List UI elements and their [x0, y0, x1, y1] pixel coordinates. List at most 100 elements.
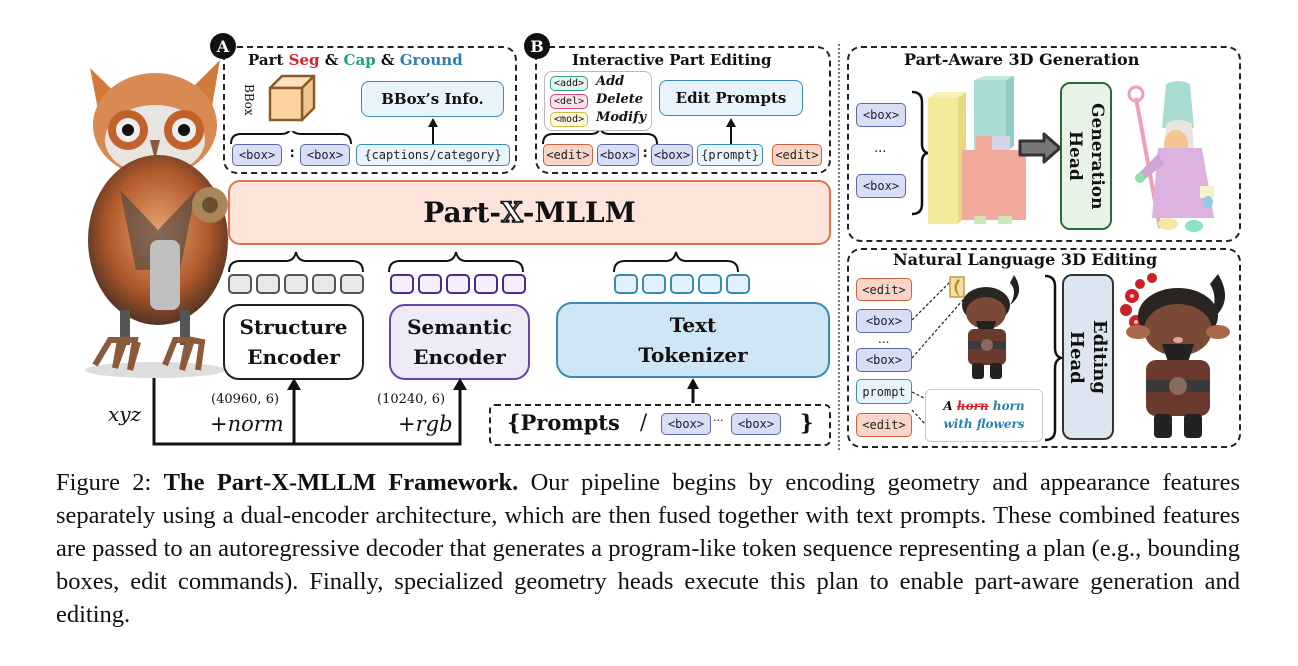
edit-prompt-line2: with flowers [943, 417, 1025, 431]
prompts-input-box [489, 404, 831, 446]
edit-token-box-1: <box> [856, 309, 912, 333]
owl-3d-model-image [70, 40, 245, 380]
part-x-mllm-block: Part-X-MLLM [228, 180, 831, 245]
panel-a-up-arrow [428, 118, 438, 145]
semantic-token-cell [474, 274, 498, 294]
text-token-cell [726, 274, 750, 294]
title-seg: Seg [288, 51, 320, 69]
original-minotaur-model [948, 275, 1030, 385]
panel-a-token-box-2: <box> [300, 144, 350, 166]
panel-b-token-box-2: <box> [651, 144, 693, 166]
title-ground: Ground [399, 51, 463, 69]
editing-panel-title: Natural Language 3D Editing [893, 250, 1158, 269]
prompt-struck-word: horn [956, 399, 989, 413]
editing-head-block: Editing Head [1062, 274, 1114, 440]
op-add-label: Add [596, 74, 625, 89]
encoder-input-arrows [152, 378, 467, 446]
panel-b-token-colon: : [641, 145, 650, 161]
figure-caption: Figure 2: The Part-X-MLLM Framework. Our… [56, 466, 1240, 631]
prompts-token-box-1: <box> [661, 413, 711, 435]
panel-a-badge: A [210, 33, 236, 59]
op-modify-label: Modify [596, 110, 647, 125]
text-tokenizer-block: Text Tokenizer [556, 302, 830, 378]
semantic-token-brace [388, 251, 524, 273]
caption-label: Figure 2: [56, 469, 152, 496]
gen-token-box-1: <box> [856, 103, 906, 127]
section-divider [838, 44, 840, 450]
prompt-word-a: A [943, 399, 953, 413]
panel-a-brace [230, 131, 352, 145]
structure-encoder-block: Structure Encoder [223, 304, 364, 380]
generation-panel-title: Part-Aware 3D Generation [904, 50, 1140, 69]
title-amp-2: & [375, 51, 400, 69]
gen-right-brace [911, 90, 929, 216]
text-token-cell [698, 274, 722, 294]
generation-head-line1: Generation [1087, 102, 1107, 210]
panel-part-seg-cap-ground [223, 46, 517, 174]
panel-a-title: Part Seg & Cap & Ground [248, 51, 463, 69]
panel-interactive-part-editing [535, 46, 831, 174]
semantic-shape-label: (10240, 6) [377, 392, 446, 407]
bbox-cube-icon [266, 72, 318, 124]
structure-token-cell [228, 274, 252, 294]
bbox-axis-label: BBox [242, 84, 256, 116]
tokenizer-up-arrow [687, 378, 699, 403]
prompts-open-label: {Prompts [507, 410, 620, 435]
prompt-replacement-word: horn [992, 399, 1025, 413]
panel-part-aware-3d-generation [847, 46, 1241, 242]
op-mod-token: <mod> [550, 112, 588, 127]
panel-b-token-edit-2: <edit> [772, 144, 822, 166]
generation-head-block: Generation Head [1060, 82, 1112, 230]
panel-a-token-box-1: <box> [232, 144, 282, 166]
part-bounding-boxes-render [928, 76, 1048, 226]
structure-token-cell [284, 274, 308, 294]
gen-token-box-2: <box> [856, 174, 906, 198]
edit-token-ellipsis: ... [878, 332, 890, 346]
xyz-input-label: xyz [108, 402, 142, 426]
mllm-suffix: -MLLM [522, 196, 636, 229]
structure-token-brace [228, 251, 364, 273]
generated-bishop-model [1118, 78, 1234, 236]
semantic-token-cell [418, 274, 442, 294]
edit-prompts-box: Edit Prompts [659, 80, 803, 116]
semantic-encoder-line1: Semantic [407, 315, 512, 339]
text-token-cell [670, 274, 694, 294]
structure-token-cell [340, 274, 364, 294]
text-tokenizer-line1: Text [669, 313, 717, 337]
edit-prompt-textbox: A horn horn with flowers [925, 389, 1043, 442]
mllm-prefix: Part- [423, 196, 502, 229]
caption-title: The Part-X-MLLM Framework. [163, 469, 519, 496]
op-delete-label: Delete [596, 92, 644, 107]
edit-right-brace [1044, 274, 1063, 442]
panel-natural-language-3d-editing [847, 248, 1241, 448]
panel-b-brace [542, 131, 658, 145]
edit-prompt-line1: A horn horn [926, 397, 1042, 415]
semantic-feature-label: +rgb [398, 412, 453, 436]
edit-token-edit-1: <edit> [856, 278, 912, 301]
gen-token-ellipsis: ... [874, 141, 887, 156]
panel-b-badge: B [524, 33, 550, 59]
text-token-brace [613, 251, 739, 273]
panel-b-token-edit-1: <edit> [543, 144, 593, 166]
bbox-info-box: BBox’s Info. [361, 81, 504, 117]
structure-encoder-line2: Encoder [247, 345, 340, 369]
title-amp-1: & [319, 51, 344, 69]
text-token-cell [614, 274, 638, 294]
title-part: Part [248, 51, 289, 69]
panel-b-token-box-1: <box> [597, 144, 639, 166]
caption-body: Our pipeline begins by encoding geometry… [56, 469, 1241, 628]
semantic-token-cell [502, 274, 526, 294]
edit-token-box-2: <box> [856, 348, 912, 372]
prompts-ellipsis: ··· [713, 414, 724, 427]
structure-feature-label: +norm [210, 412, 284, 436]
editing-head-line2: Head [1066, 330, 1087, 384]
mllm-x-symbol: X [500, 195, 523, 230]
edit-token-edit-2: <edit> [856, 413, 912, 437]
prompts-slash: / [640, 410, 648, 434]
semantic-token-cell [446, 274, 470, 294]
panel-b-title: Interactive Part Editing [572, 51, 772, 69]
editing-head-line1: Editing [1089, 320, 1110, 394]
structure-token-cell [256, 274, 280, 294]
op-del-token: <del> [550, 94, 588, 109]
panel-a-token-colon: : [288, 145, 297, 161]
